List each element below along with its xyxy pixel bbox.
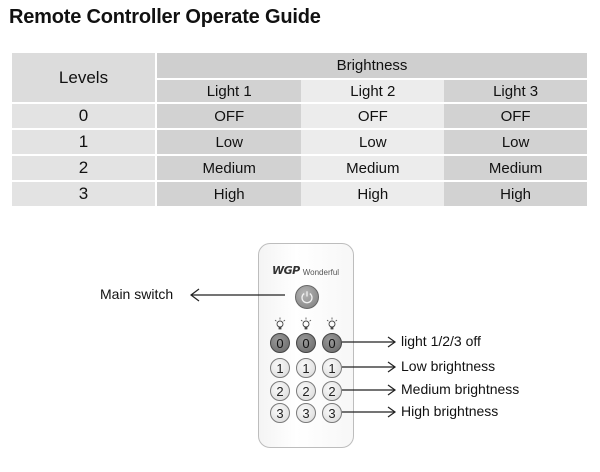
brand-logo: WGP Wonderful (272, 264, 339, 277)
light-3-header: Light 3 (444, 79, 587, 103)
bulb-icon (300, 317, 312, 330)
value-cell: OFF (301, 102, 445, 129)
bulb-icon (326, 317, 338, 330)
value-cell: High (301, 180, 445, 206)
page-title: Remote Controller Operate Guide (9, 6, 321, 28)
levels-header: Levels (12, 53, 157, 103)
power-icon (301, 291, 313, 304)
level-cell: 0 (12, 102, 157, 129)
light-2-medium-button[interactable]: 2 (296, 381, 316, 401)
value-cell: Medium (444, 154, 587, 181)
light-1-high-button[interactable]: 3 (270, 403, 290, 423)
arrow-icon (387, 361, 397, 373)
arrow-icon (190, 288, 200, 302)
medium-brightness-label: Medium brightness (401, 381, 520, 397)
light-1-medium-button[interactable]: 2 (270, 381, 290, 401)
light-2-high-button[interactable]: 3 (296, 403, 316, 423)
table-row: 2 Medium Medium Medium (12, 154, 587, 181)
light-3-low-button[interactable]: 1 (322, 358, 342, 378)
value-cell: Medium (156, 154, 302, 181)
level-cell: 3 (12, 180, 157, 206)
light-2-off-button[interactable]: 0 (296, 333, 316, 353)
light-3-high-button[interactable]: 3 (322, 403, 342, 423)
light-2-low-button[interactable]: 1 (296, 358, 316, 378)
high-brightness-label: High brightness (401, 403, 499, 419)
logo-text: Wonderful (302, 268, 340, 277)
brightness-header: Brightness (156, 53, 587, 80)
value-cell: OFF (444, 102, 587, 129)
value-cell: Medium (301, 154, 445, 181)
value-cell: OFF (156, 102, 302, 129)
level-cell: 2 (12, 154, 157, 181)
brightness-table: Levels Brightness Light 1 Light 2 Light … (12, 53, 587, 206)
table-row: 3 High High High (12, 180, 587, 206)
light-3-off-button[interactable]: 0 (322, 333, 342, 353)
main-switch-label: Main switch (100, 286, 174, 302)
table-row: 1 Low Low Low (12, 128, 587, 155)
main-switch-button[interactable] (295, 285, 319, 309)
value-cell: Low (156, 128, 302, 155)
value-cell: Low (301, 128, 445, 155)
bulb-icon (274, 317, 286, 330)
value-cell: Low (444, 128, 587, 155)
light-2-header: Light 2 (301, 79, 445, 103)
value-cell: High (156, 180, 302, 206)
value-cell: High (444, 180, 587, 206)
logo-mark: WGP (272, 264, 300, 277)
light-1-low-button[interactable]: 1 (270, 358, 290, 378)
remote-controller: WGP Wonderful 0 0 0 1 1 1 2 2 2 3 3 (258, 243, 354, 448)
light-1-header: Light 1 (156, 79, 302, 103)
arrow-icon (387, 406, 397, 418)
level-cell: 1 (12, 128, 157, 155)
arrow-icon (387, 384, 397, 396)
light-1-off-button[interactable]: 0 (270, 333, 290, 353)
arrow-icon (387, 336, 397, 348)
table-row: 0 OFF OFF OFF (12, 102, 587, 129)
low-brightness-label: Low brightness (401, 358, 496, 374)
off-label: light 1/2/3 off (401, 333, 481, 349)
light-3-medium-button[interactable]: 2 (322, 381, 342, 401)
